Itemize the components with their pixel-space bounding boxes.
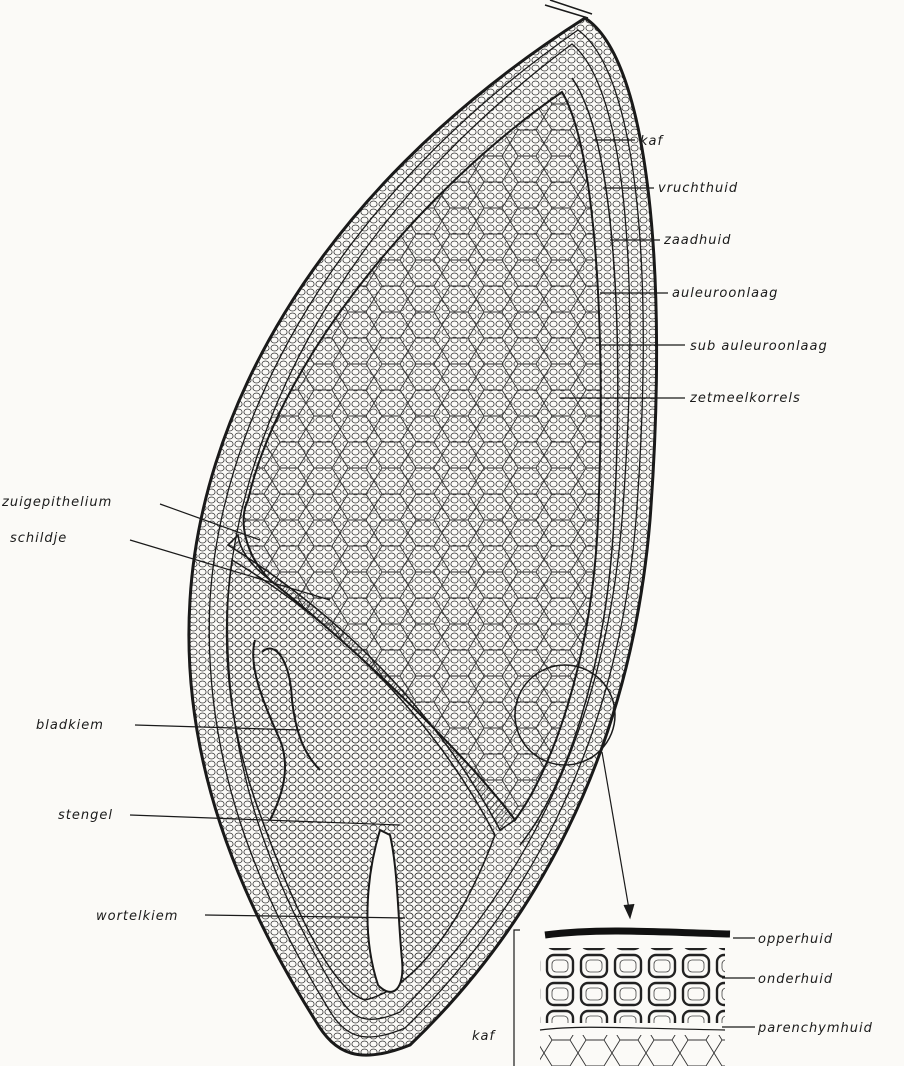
- label-opperhuid: opperhuid: [758, 932, 833, 947]
- label-parenchymhuid: parenchymhuid: [757, 1021, 873, 1036]
- label-zaadhuid: zaadhuid: [663, 233, 731, 248]
- label-wortelkiem: wortelkiem: [96, 909, 178, 924]
- label-kaf: kaf: [640, 134, 664, 149]
- label-onderhuid: onderhuid: [758, 972, 833, 987]
- label-zetmeelkorrels: zetmeelkorrels: [689, 391, 801, 406]
- label-kaf-detail: kaf: [472, 1029, 496, 1044]
- detail-arrow: [602, 752, 630, 915]
- label-schildje: schildje: [10, 531, 67, 546]
- label-vruchthuid: vruchthuid: [658, 181, 738, 196]
- label-stengel: stengel: [58, 808, 113, 823]
- label-sub-auleuroonlaag: sub auleuroonlaag: [690, 339, 828, 354]
- husk-detail-inset: [514, 930, 730, 1066]
- label-bladkiem: bladkiem: [36, 718, 104, 733]
- label-zuigepithelium: zuigepithelium: [1, 495, 112, 510]
- label-auleuroonlaag: auleuroonlaag: [672, 286, 778, 301]
